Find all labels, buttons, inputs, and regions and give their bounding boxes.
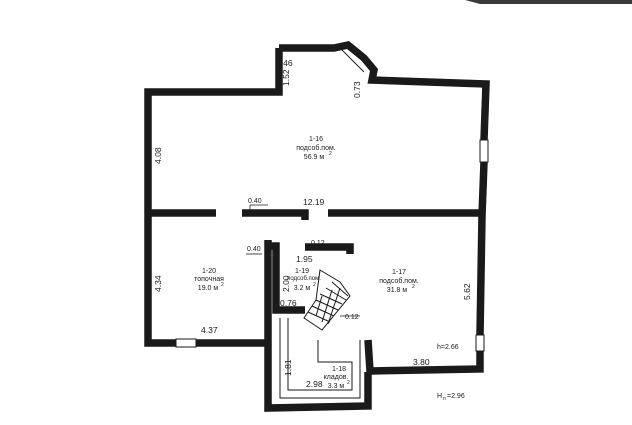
openings <box>175 47 489 352</box>
room-area: 3.3 м <box>328 383 345 390</box>
dim-2-00: 2.00 <box>281 275 291 292</box>
room-area: 56.9 м <box>304 154 325 161</box>
dim-12-19: 12.19 <box>303 197 325 207</box>
dim-4-08: 4.08 <box>153 147 163 164</box>
dim-0-40-mid: 0.40 <box>247 246 261 253</box>
room-name: подсоб.пом. <box>379 277 419 285</box>
room-area: 3.2 м <box>294 285 311 292</box>
dim-0-76: 0.76 <box>280 298 297 308</box>
corner-band <box>465 0 632 4</box>
area-superscript: 2 <box>412 284 415 290</box>
dim-0-40-top: 0.40 <box>248 198 262 205</box>
room-id: 1-18 <box>332 366 346 373</box>
room-1-18-label: 1-18 кладов. 3.3 м 2 <box>324 366 350 390</box>
area-superscript: 2 <box>329 151 332 157</box>
room-name: подсоб.пом. <box>287 276 321 282</box>
room-1-17-label: 1-17 подсоб.пом. 31.8 м 2 <box>379 269 419 294</box>
dimension-guides <box>246 204 360 317</box>
staircase <box>303 269 351 331</box>
floor-height-value: =2.96 <box>447 393 465 400</box>
dim-1-81: 1.81 <box>283 359 293 376</box>
room-name: топочная <box>194 276 224 283</box>
floor-height-subscript: п <box>443 396 446 402</box>
floor-height-prefix: H <box>437 393 442 400</box>
room-id: 1-16 <box>309 136 323 143</box>
dim-5-62: 5.62 <box>462 283 472 300</box>
dim-2-98: 2.98 <box>306 379 323 389</box>
dim-2-46: 2.46 <box>276 58 293 68</box>
dim-4-34: 4.34 <box>153 275 163 292</box>
room-area: 19.0 м <box>198 285 219 292</box>
room-id: 1-19 <box>295 268 309 275</box>
area-superscript: 2 <box>221 282 224 288</box>
dim-0-12-top: 0.12 <box>311 240 325 247</box>
dim-1-95: 1.95 <box>296 254 313 264</box>
room-id: 1-17 <box>392 269 406 276</box>
room-area: 31.8 м <box>387 287 408 294</box>
dim-3-80: 3.80 <box>413 357 430 367</box>
room-height-label: h=2.66 <box>437 344 459 351</box>
room-1-19-label: 1-19 подсоб.пом. 3.2 м 2 <box>287 268 321 292</box>
area-superscript: 2 <box>347 380 350 386</box>
area-superscript: 2 <box>313 282 316 288</box>
dim-4-37: 4.37 <box>201 325 218 335</box>
room-name: кладов. <box>324 374 349 381</box>
dim-0-73: 0.73 <box>352 81 362 98</box>
inner-partition <box>279 318 361 399</box>
room-1-16-label: 1-16 подсоб.пом. 56.9 м 2 <box>296 136 336 161</box>
room-name: подсоб.пом. <box>296 144 336 152</box>
room-id: 1-20 <box>202 268 216 275</box>
room-1-20-label: 1-20 топочная 19.0 м 2 <box>194 268 224 292</box>
interior-walls <box>148 209 482 314</box>
outer-walls <box>144 40 490 412</box>
dim-0-12-bottom: 0.12 <box>345 314 359 321</box>
dim-1-52: 1.52 <box>281 69 291 86</box>
floor-height-label: H п =2.96 <box>437 393 465 402</box>
